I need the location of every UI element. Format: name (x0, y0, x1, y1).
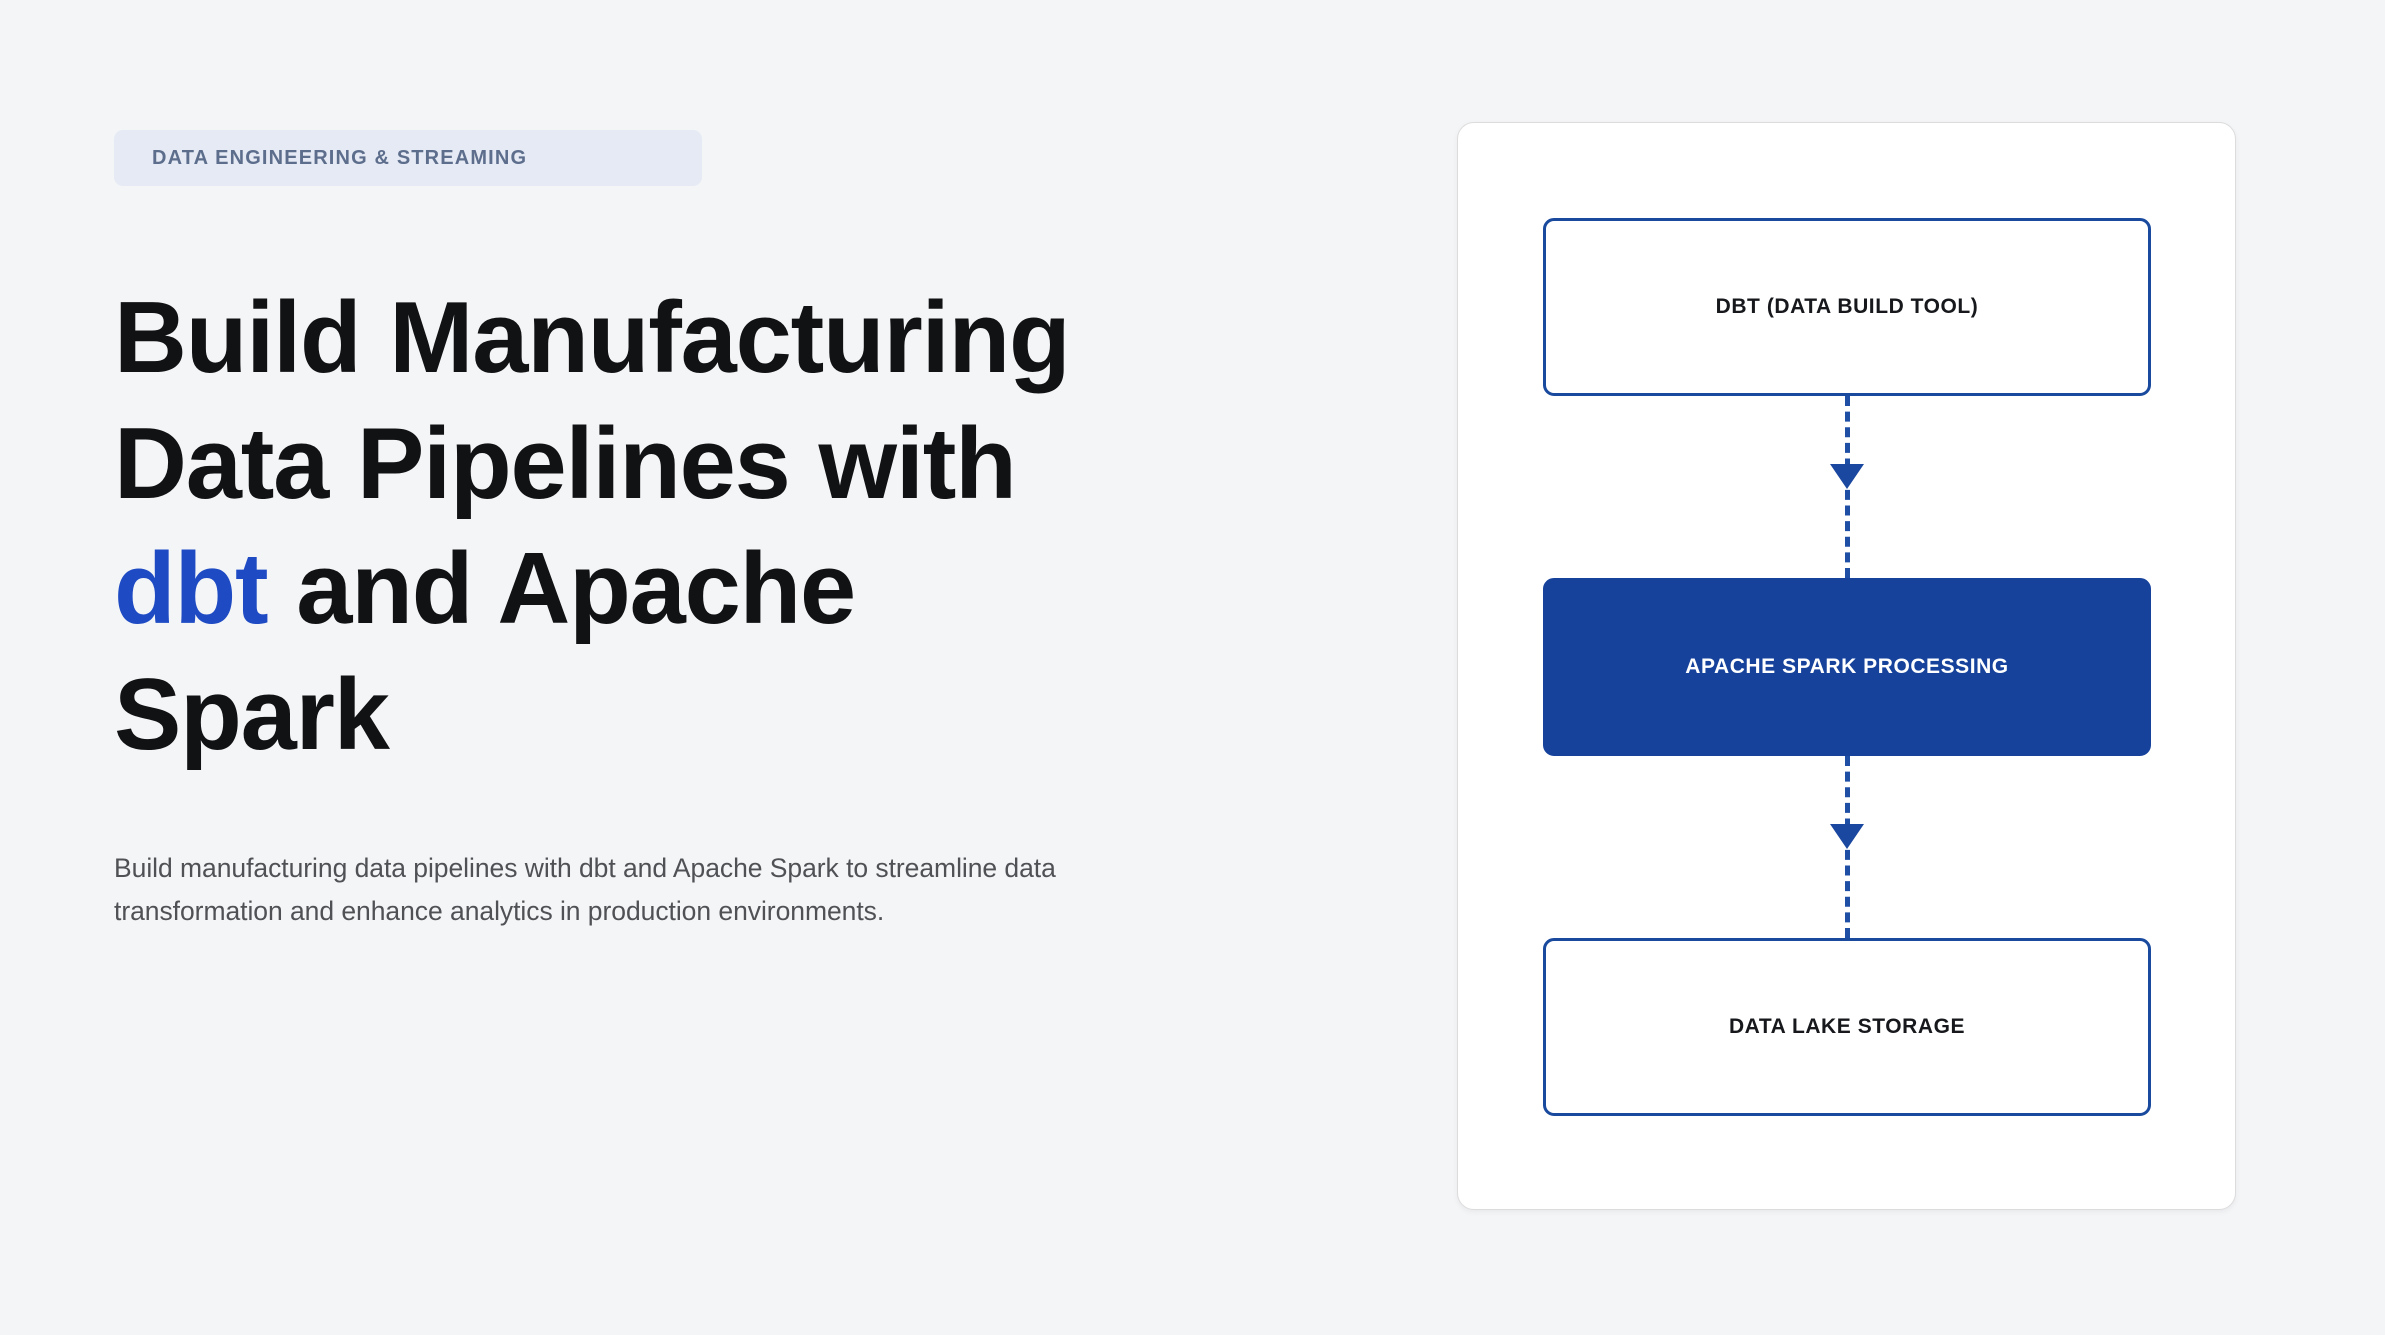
flow-node-apache-spark[interactable]: APACHE SPARK PROCESSING (1543, 578, 2151, 756)
page-title: Build Manufacturing Data Pipelines with … (114, 186, 1134, 779)
flow-connector-spark-to-datalake (1543, 756, 2151, 938)
hero-text-column: DATA ENGINEERING & STREAMING Build Manuf… (114, 130, 1234, 933)
category-badge: DATA ENGINEERING & STREAMING (114, 130, 702, 186)
flow-node-label: DATA LAKE STORAGE (1728, 1015, 1966, 1038)
headline-text-tail: and Apache Spark (114, 533, 856, 772)
flow-node-label: DBT (DATA BUILD TOOL) (1715, 295, 1979, 318)
flow-connector-dbt-to-spark (1543, 396, 2151, 578)
headline-text-lead: Build Manufacturing Data Pipelines with (114, 282, 1071, 520)
flow-node-label: APACHE SPARK PROCESSING (1685, 655, 2009, 678)
flow-node-data-lake[interactable]: DATA LAKE STORAGE (1543, 938, 2151, 1116)
flow-node-dbt[interactable]: DBT (DATA BUILD TOOL) (1543, 218, 2151, 396)
pipeline-flow: DBT (DATA BUILD TOOL) APACHE SPARK PROCE… (1543, 218, 2151, 1118)
dashed-line (1844, 396, 1850, 578)
pipeline-diagram-card: DBT (DATA BUILD TOOL) APACHE SPARK PROCE… (1457, 122, 2236, 1210)
arrow-down-icon (1830, 824, 1864, 849)
dashed-line (1844, 756, 1850, 938)
arrow-down-icon (1830, 464, 1864, 489)
headline-accent-dbt: dbt (114, 533, 269, 646)
hero-description: Build manufacturing data pipelines with … (114, 852, 1056, 926)
